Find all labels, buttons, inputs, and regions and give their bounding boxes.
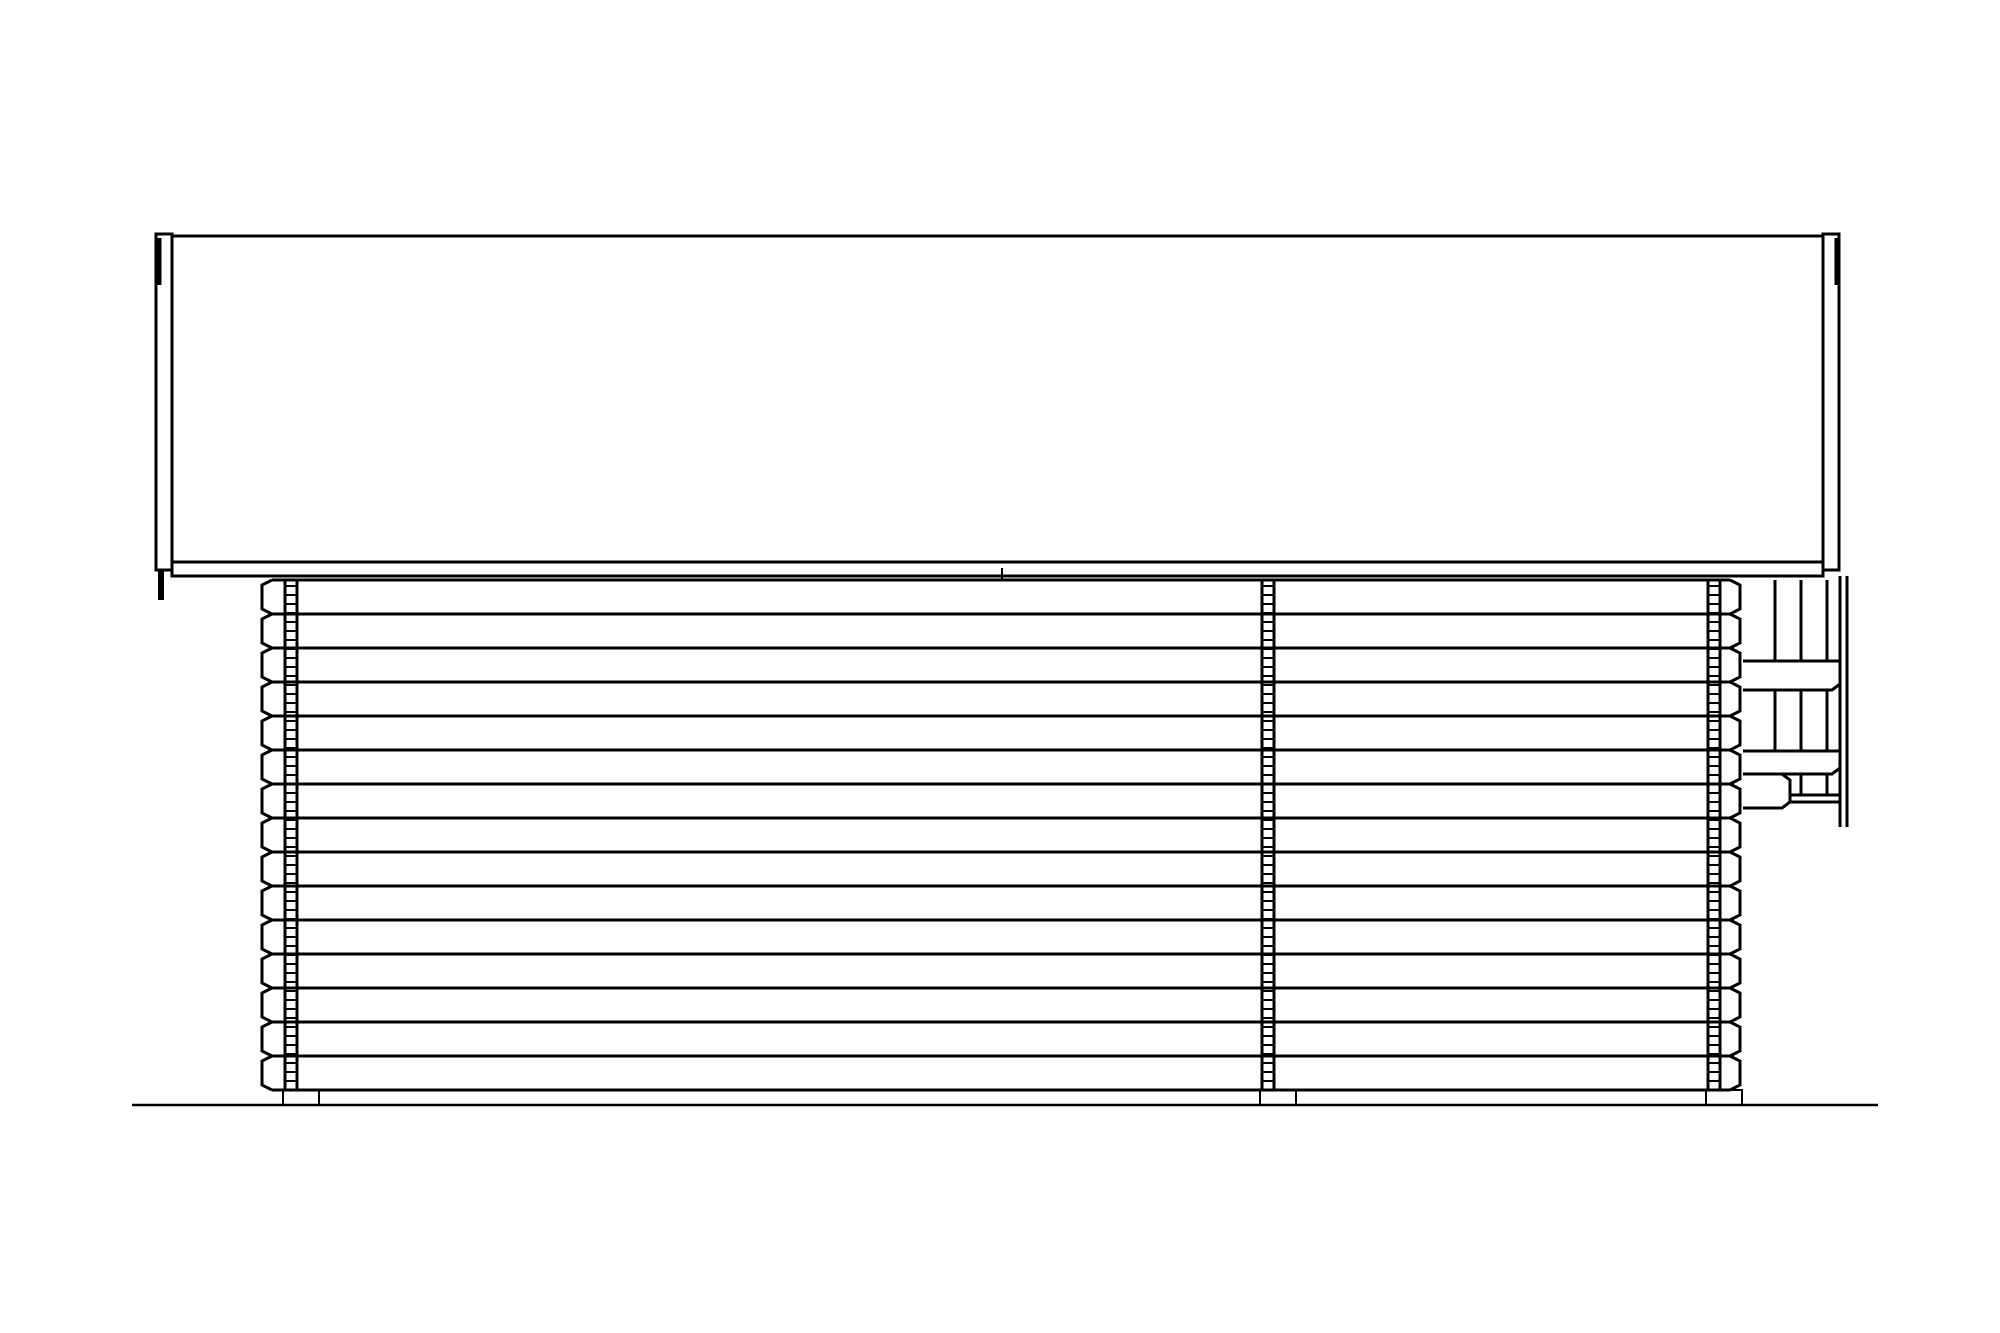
porch-log-end xyxy=(1743,772,1792,810)
handrail xyxy=(1743,659,1841,692)
log-end-left xyxy=(260,748,273,786)
log-end-left xyxy=(260,782,273,820)
foundation-block xyxy=(1259,1089,1297,1106)
log-end-right xyxy=(1729,680,1742,718)
log-end-left xyxy=(260,952,273,990)
porch-railing xyxy=(1743,576,1849,827)
log-end-right xyxy=(1729,748,1742,786)
log-end-left xyxy=(260,646,273,684)
roof-panel xyxy=(170,234,1825,564)
mid-rail xyxy=(1743,749,1841,776)
log-end-right xyxy=(1729,612,1742,650)
log-end-left xyxy=(260,986,273,1024)
log-end-right xyxy=(1729,816,1742,854)
bottom-rail xyxy=(1790,793,1840,804)
log-end-left xyxy=(260,714,273,752)
log-end-left xyxy=(260,612,273,650)
log-end-right xyxy=(1729,646,1742,684)
log-end-left xyxy=(260,1054,273,1092)
log-end-right xyxy=(1729,714,1742,752)
foundation-block xyxy=(1705,1089,1743,1106)
log-end-right xyxy=(1729,1020,1742,1058)
roof-fascia-right xyxy=(1821,232,1841,572)
log-end-right xyxy=(1729,918,1742,956)
log-end-right xyxy=(1729,884,1742,922)
log-end-right xyxy=(1729,1054,1742,1092)
log-end-right xyxy=(1729,782,1742,820)
log-end-left xyxy=(260,816,273,854)
log-end-left xyxy=(260,884,273,922)
log-wall xyxy=(260,578,1743,1106)
foundation-block xyxy=(282,1089,320,1106)
log-end-right xyxy=(1729,986,1742,1024)
log-end-right xyxy=(1729,952,1742,990)
log-end-left xyxy=(260,918,273,956)
log-end-left xyxy=(260,1020,273,1058)
log-end-left xyxy=(260,578,273,616)
log-end-left xyxy=(260,680,273,718)
log-end-right xyxy=(1729,850,1742,888)
log-end-right xyxy=(1729,578,1742,616)
log-end-left xyxy=(260,850,273,888)
soffit xyxy=(170,560,1825,578)
roof xyxy=(154,232,1841,600)
